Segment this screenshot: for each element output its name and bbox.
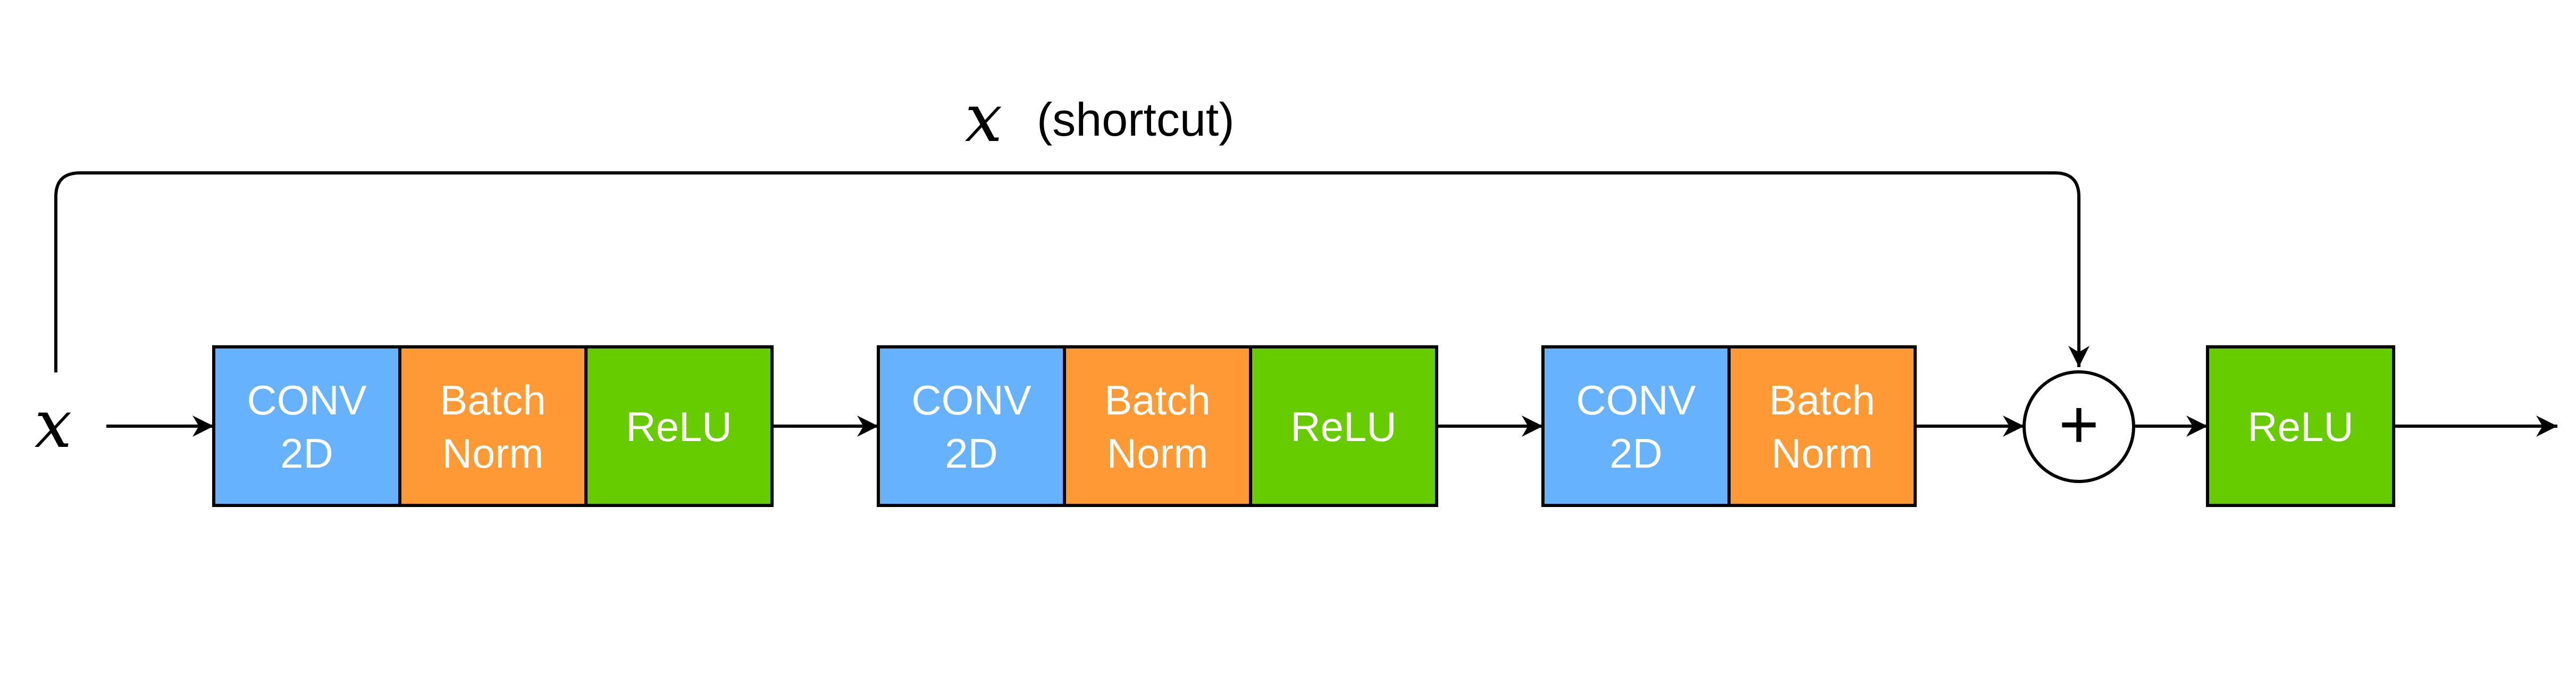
stage3-conv2d-block-label: CONV [1576, 377, 1696, 423]
stage1-batchnorm-block-label: Norm [442, 430, 544, 477]
stage1-relu-block: ReLU [584, 345, 774, 507]
stage2-relu-block-box [1249, 345, 1438, 507]
add-node: + [2023, 370, 2135, 483]
stage1-relu-block-label: ReLU [626, 403, 732, 450]
input-label: x [35, 386, 72, 463]
stage1-relu-block-box [584, 345, 774, 507]
add-circle [2023, 370, 2135, 483]
stage2-conv2d-block-label: 2D [945, 430, 998, 477]
add-icon: + [2059, 385, 2099, 463]
stage2-relu-block-label: ReLU [1290, 403, 1396, 450]
stage2-conv2d-block-box [877, 345, 1066, 507]
stage2-batchnorm-block-label: Batch [1104, 377, 1210, 423]
shortcut-label: (shortcut) [1037, 93, 1235, 146]
stage2-conv2d-block-label: CONV [911, 377, 1031, 423]
shortcut-symbol: x [965, 80, 1003, 157]
stage3-batchnorm-block-label: Batch [1769, 377, 1875, 423]
stage1-conv2d-block: CONV 2D [212, 345, 401, 507]
final-relu-block-label: ReLU [2247, 403, 2353, 450]
stage1-conv2d-block-label: CONV [247, 377, 366, 423]
stage3-conv2d-block-box [1541, 345, 1731, 507]
stage2-batchnorm-block-box [1063, 345, 1252, 507]
stage2-batchnorm-block-label: Norm [1107, 430, 1209, 477]
stage1-conv2d-block-label: 2D [280, 430, 333, 477]
shortcut-connector [54, 171, 2090, 372]
stage3-conv2d-block: CONV 2D [1541, 345, 1731, 507]
final-relu-block-box [2206, 345, 2395, 507]
stage1-batchnorm-block-box [398, 345, 588, 507]
stage2-relu-block: ReLU [1249, 345, 1438, 507]
stage2-conv2d-block: CONV 2D [877, 345, 1066, 507]
stage3-conv2d-block-label: 2D [1609, 430, 1663, 477]
stage3-batchnorm-block-label: Norm [1772, 430, 1873, 477]
final-relu-block: ReLU [2206, 345, 2395, 507]
stage1-conv2d-block-box [212, 345, 401, 507]
stage1-batchnorm-block-label: Batch [440, 377, 546, 423]
stage3-batchnorm-block-box [1727, 345, 1917, 507]
